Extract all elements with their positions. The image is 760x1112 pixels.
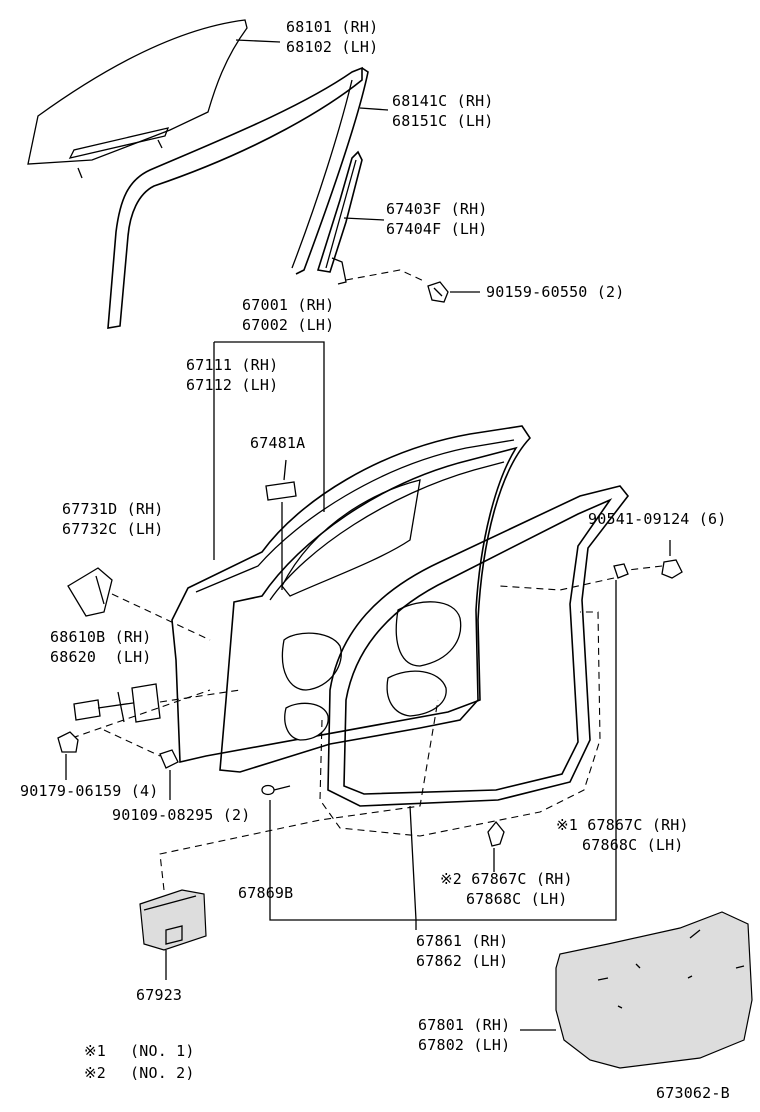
legend-text-1: (NO. 1) (130, 1042, 195, 1060)
label-outer-panel-rh: 67111 (RH) (186, 356, 279, 374)
label-clip1-lh: 67868C (LH) (582, 836, 684, 854)
label-weatherstrip-rh: 67861 (RH) (416, 932, 509, 950)
division-bar[interactable] (316, 150, 363, 285)
label-module: 67923 (136, 986, 183, 1004)
label-clip2-lh: 67868C (LH) (466, 890, 568, 908)
label-run-channel-lh: 68151C (LH) (392, 112, 494, 130)
legend-mark-1: ※1 (84, 1042, 106, 1060)
label-check-lh: 68620 (LH) (50, 648, 152, 666)
label-door-panel-rh: 67001 (RH) (242, 296, 335, 314)
label-glass-rh: 68101 (RH) (286, 18, 379, 36)
door-check-68610B[interactable] (73, 683, 161, 723)
door-inner-frame[interactable] (219, 446, 518, 773)
label-outer-panel-lh: 67112 (LH) (186, 376, 279, 394)
label-check-rh: 68610B (RH) (50, 628, 152, 646)
figure-code: 673062-B (656, 1084, 730, 1102)
label-cushion: 67481A (250, 434, 306, 452)
glass-run-channel[interactable] (107, 66, 369, 329)
sash-cover-67731D[interactable] (67, 567, 113, 617)
door-outer-panel[interactable] (171, 425, 532, 763)
label-glass-lh: 68102 (LH) (286, 38, 379, 56)
label-bolt-a: 90159-60550 (2) (486, 283, 625, 301)
label-nut-a: 90541-09124 (6) (588, 510, 727, 528)
label-division-bar-lh: 67404F (LH) (386, 220, 488, 238)
label-service-cover-lh: 67802 (LH) (418, 1036, 511, 1054)
label-clip1-rh: ※1 67867C (RH) (556, 816, 689, 834)
module-67923[interactable] (139, 889, 207, 951)
cushion-67481A[interactable] (265, 481, 297, 501)
plug-67869B[interactable] (261, 784, 291, 796)
label-weatherstrip-lh: 67862 (LH) (416, 952, 509, 970)
bolt-90159[interactable] (427, 281, 449, 303)
label-clip2-rh: ※2 67867C (RH) (440, 870, 573, 888)
label-service-cover-rh: 67801 (RH) (418, 1016, 511, 1034)
label-division-bar-rh: 67403F (RH) (386, 200, 488, 218)
clip-67867C-no2[interactable] (487, 820, 505, 847)
label-nut-b: 90179-06159 (4) (20, 782, 159, 800)
nut-90179[interactable] (57, 731, 79, 753)
legend-mark-2: ※2 (84, 1064, 106, 1082)
label-sash-cover-lh: 67732C (LH) (62, 520, 164, 538)
nut-90541[interactable] (613, 559, 683, 579)
bolt-90109[interactable] (159, 749, 179, 769)
door-glass[interactable] (27, 19, 248, 179)
legend-text-2: (NO. 2) (130, 1064, 195, 1082)
label-run-channel-rh: 68141C (RH) (392, 92, 494, 110)
label-door-panel-lh: 67002 (LH) (242, 316, 335, 334)
label-sash-cover-rh: 67731D (RH) (62, 500, 164, 518)
door-weatherstrip[interactable] (327, 485, 630, 807)
label-plug: 67869B (238, 884, 294, 902)
service-hole-cover[interactable] (555, 911, 753, 1069)
label-bolt-b: 90109-08295 (2) (112, 806, 251, 824)
